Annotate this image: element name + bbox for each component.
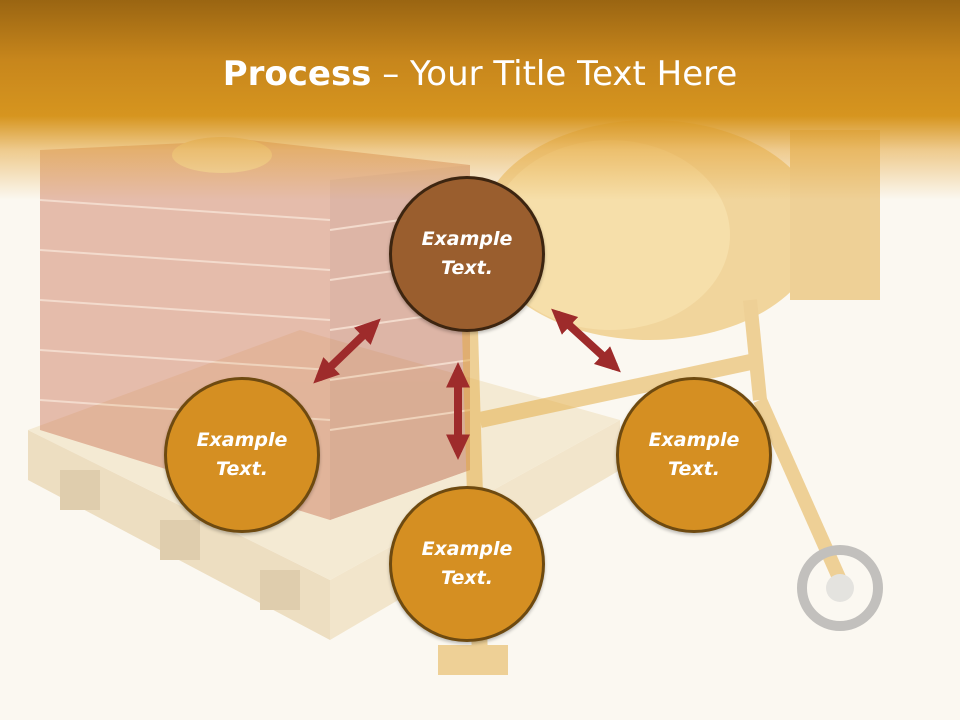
slide-title: Process – Your Title Text Here xyxy=(0,52,960,96)
node-left-line2: Text. xyxy=(216,458,268,480)
node-right-line2: Text. xyxy=(668,458,720,480)
node-bottom-line1: Example xyxy=(421,538,513,560)
process-node-left[interactable]: Example Text. xyxy=(164,377,320,533)
process-node-right[interactable]: Example Text. xyxy=(616,377,772,533)
title-banner: Process – Your Title Text Here xyxy=(0,0,960,200)
arrow-center-left xyxy=(313,318,381,384)
process-node-bottom[interactable]: Example Text. xyxy=(389,486,545,642)
node-center-line1: Example xyxy=(421,228,513,250)
title-rest: – Your Title Text Here xyxy=(371,54,738,94)
process-node-center[interactable]: Example Text. xyxy=(389,176,545,332)
node-right-line1: Example xyxy=(648,429,740,451)
node-bottom-line2: Text. xyxy=(441,567,493,589)
node-left-line1: Example xyxy=(196,429,288,451)
arrow-center-right xyxy=(551,308,621,373)
node-center-line2: Text. xyxy=(441,257,493,279)
title-bold: Process xyxy=(222,54,372,94)
